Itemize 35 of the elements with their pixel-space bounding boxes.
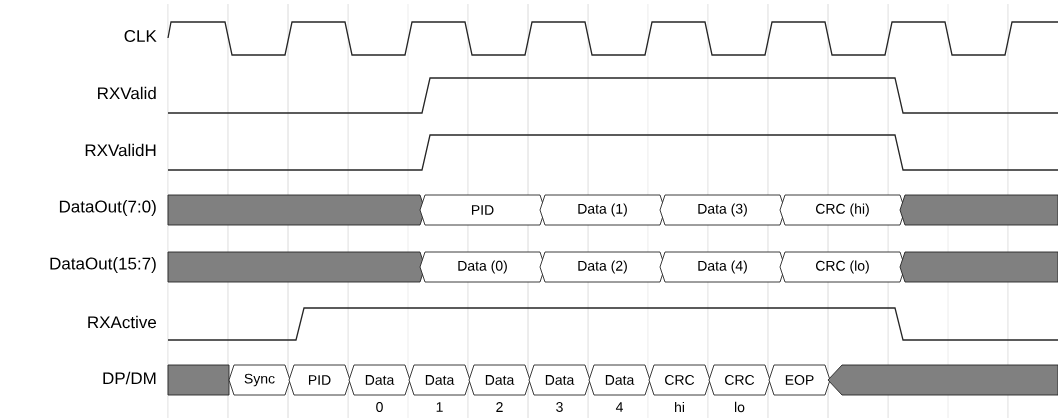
idle-bus-bar xyxy=(827,364,1058,396)
bus-cell: Data (2) xyxy=(539,251,666,283)
byte-index: 1 xyxy=(436,402,443,412)
idle-bus-bar xyxy=(899,194,1058,226)
bus-cell: Data xyxy=(528,364,591,396)
bus-cell: CRC (lo) xyxy=(779,251,906,283)
bus-cell: EOP xyxy=(768,364,831,396)
bus-cell: Data xyxy=(348,364,411,396)
signal-name: RXActive xyxy=(88,315,157,329)
bus-cell: PID xyxy=(288,364,351,396)
bus-cell: PID xyxy=(419,194,546,226)
signal-name: DataOut(7:0) xyxy=(59,200,156,216)
bus-cell: Data xyxy=(468,364,531,396)
bus-cell: CRC xyxy=(648,364,711,396)
bus-cell: Data (4) xyxy=(659,251,786,283)
idle-bus-bar xyxy=(167,364,230,396)
byte-index: 0 xyxy=(376,402,383,412)
signal-name: RXValidH xyxy=(85,143,156,157)
signal-name: DataOut(15:7) xyxy=(50,257,156,273)
byte-index: 4 xyxy=(615,402,623,412)
bus-cell: Sync xyxy=(228,364,291,396)
bus-cell: Data xyxy=(588,364,651,396)
byte-index: lo xyxy=(735,401,745,413)
bus-cell: Data xyxy=(408,364,471,396)
bus-cell: Data (0) xyxy=(419,251,546,283)
signal-name: CLK xyxy=(124,30,157,43)
signal-name: RXValid xyxy=(98,86,156,100)
idle-bus-bar xyxy=(899,251,1058,283)
bus-cell: CRC (hi) xyxy=(779,194,906,226)
byte-index: 3 xyxy=(556,402,563,412)
bus-cell: CRC xyxy=(708,364,771,396)
bus-cell: Data (1) xyxy=(539,194,666,226)
bus-cell: Data (3) xyxy=(659,194,786,226)
byte-index: 2 xyxy=(496,402,503,412)
byte-index: hi xyxy=(675,401,684,413)
